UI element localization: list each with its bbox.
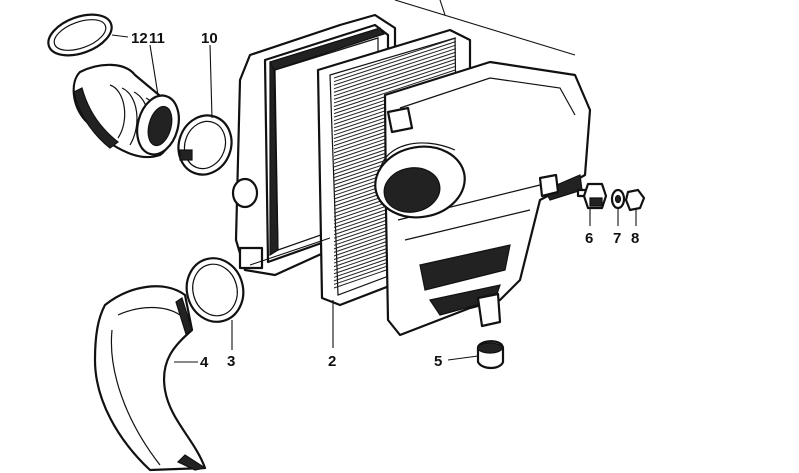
filter-pleat-line <box>333 37 457 79</box>
filter-pleat-line <box>333 41 457 83</box>
air-filter-housing-upper <box>374 60 592 337</box>
part-6-mounting-bolt <box>576 182 608 210</box>
filter-pleat-line <box>333 69 457 111</box>
filter-pleat-line <box>333 44 457 86</box>
part-11-intake-bellows <box>72 63 180 159</box>
background-frame-lines <box>394 0 576 56</box>
part-7-washer <box>610 188 626 210</box>
filter-pleat-line <box>333 51 457 93</box>
callout-4: 4 <box>200 354 209 371</box>
callout-2: 2 <box>328 353 336 370</box>
filter-pleat-line <box>333 48 457 90</box>
part-10-hose-clamp <box>177 114 233 176</box>
callout-5: 5 <box>434 353 442 370</box>
callout-7: 7 <box>613 230 621 247</box>
callout-labels: 12 11 10 6 7 8 2 3 4 5 <box>131 30 639 371</box>
filter-pleat-line <box>333 58 457 100</box>
filter-pleat-line <box>333 55 457 97</box>
part-5-drain-valve <box>476 340 505 370</box>
part-8-nut <box>624 188 646 212</box>
callout-10: 10 <box>201 30 218 47</box>
callout-6: 6 <box>585 230 593 247</box>
part-4-intake-duct <box>93 285 207 472</box>
callout-8: 8 <box>631 230 639 247</box>
filter-pleat-line <box>333 65 457 107</box>
callout-11: 11 <box>149 30 165 47</box>
filter-pleat-line <box>333 62 457 104</box>
leader-lines <box>111 34 637 363</box>
part-3-hose-clamp <box>185 257 245 323</box>
part-12-hose-clamp <box>47 13 113 57</box>
callout-12: 12 <box>131 30 148 47</box>
callout-3: 3 <box>227 353 235 370</box>
